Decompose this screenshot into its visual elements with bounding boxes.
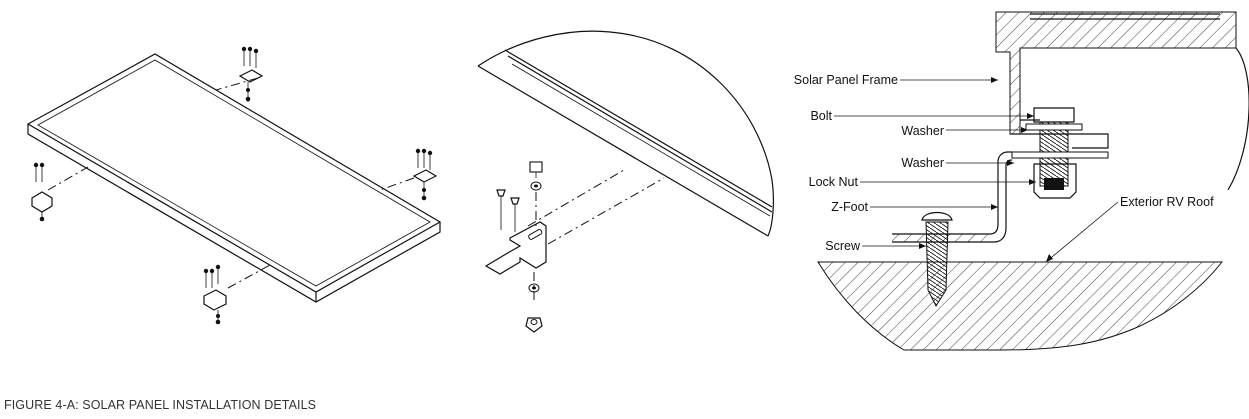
label-lock-nut: Lock Nut xyxy=(809,175,859,189)
washer-bottom-section xyxy=(1011,151,1109,159)
screw-parts xyxy=(496,189,520,232)
label-exterior-rv-roof: Exterior RV Roof xyxy=(1120,195,1214,209)
label-washer-top: Washer xyxy=(901,124,944,138)
label-screw: Screw xyxy=(825,239,861,253)
z-foot-section xyxy=(892,151,1013,243)
bolt-part xyxy=(529,161,543,226)
cross-section-drawing: Solar Panel Frame Bolt Washer Washer Loc… xyxy=(794,11,1249,351)
figure-caption: FIGURE 4-A: SOLAR PANEL INSTALLATION DET… xyxy=(4,398,317,412)
label-washer-bottom: Washer xyxy=(901,156,944,170)
label-z-foot: Z-Foot xyxy=(831,200,868,214)
washer-top-section xyxy=(1025,123,1083,131)
panel-overview-drawing xyxy=(26,46,442,325)
rv-roof-section xyxy=(817,261,1224,351)
mounting-foot-top xyxy=(238,46,264,102)
solar-panel xyxy=(26,53,442,293)
label-bolt: Bolt xyxy=(810,109,832,123)
mounting-foot-right xyxy=(412,148,438,201)
mounting-foot-left xyxy=(31,162,53,222)
mounting-foot-bottom xyxy=(203,264,227,325)
corner-detail-drawing xyxy=(477,30,774,333)
label-solar-panel-frame: Solar Panel Frame xyxy=(794,73,898,87)
nut-part xyxy=(525,272,543,333)
leader-lines xyxy=(834,77,1119,263)
lock-nut-section xyxy=(1033,163,1077,199)
z-foot-part xyxy=(484,221,547,275)
